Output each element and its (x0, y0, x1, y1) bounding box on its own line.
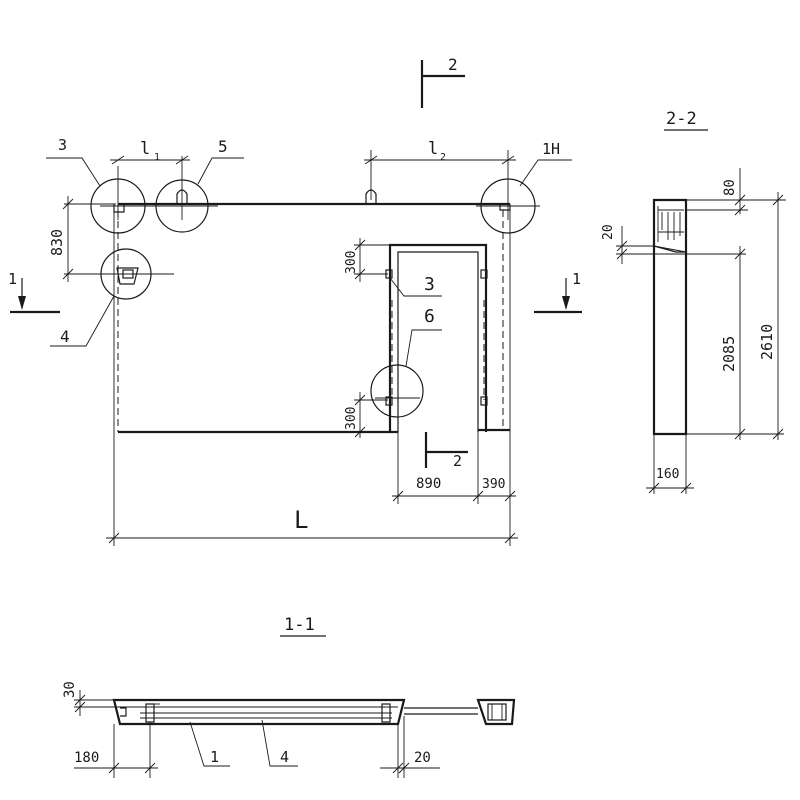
dim-2085-label: 2085 (720, 336, 738, 372)
callout-1h: 1H (542, 140, 560, 158)
callout-3-top: 3 (58, 136, 67, 154)
callout-6: 6 (424, 306, 435, 327)
section-2-2: 2-2 80 20 2085 (601, 109, 786, 494)
section-mark-2-top: 2 (420, 55, 465, 108)
dim-length: L (106, 438, 518, 546)
dim-890-label: 890 (416, 476, 441, 492)
section-mark-2-bottom: 2 (424, 432, 468, 470)
dim-door-width: 890 390 (392, 432, 516, 504)
callout-4: 4 (60, 327, 70, 346)
dim-30-label: 30 (62, 681, 78, 698)
dim-20-s11-label: 20 (414, 750, 431, 766)
dim-300: 300 300 (344, 238, 390, 438)
dim-80-label: 80 (722, 179, 738, 196)
callout-3-door: 3 (424, 274, 435, 295)
callout-4-s11: 4 (280, 748, 289, 766)
span-l1-label: l (140, 139, 150, 159)
callout-1-s11: 1 (210, 748, 219, 766)
section-mark-1: 1 1 (8, 270, 582, 314)
dim-160-label: 160 (656, 467, 679, 482)
section-1-left-label: 1 (8, 270, 17, 288)
length-label: L (294, 506, 308, 534)
callout-circles (90, 178, 536, 418)
dim-830-label: 830 (48, 229, 66, 256)
section-2-bottom-label: 2 (453, 452, 462, 470)
section-1-1-title: 1-1 (284, 615, 315, 635)
dim-300-bottom-label: 300 (344, 407, 359, 430)
dim-830: 830 (48, 196, 116, 282)
section-2-top-label: 2 (448, 55, 458, 74)
callout-5: 5 (218, 137, 228, 156)
section-1-right-label: 1 (572, 270, 581, 288)
dim-180-label: 180 (74, 750, 99, 766)
section-2-2-title: 2-2 (666, 109, 697, 129)
dim-300-top-label: 300 (344, 251, 359, 274)
panel-plan (100, 150, 540, 440)
dim-2610-label: 2610 (758, 324, 776, 360)
span-l2-label: l (428, 139, 438, 159)
span-l2-sub: 2 (440, 152, 446, 163)
span-l1-sub: 1 (154, 152, 160, 163)
section-1-1: 1-1 30 180 (62, 615, 516, 778)
dim-spans: l 1 l 2 (110, 139, 516, 165)
dim-20-s22-label: 20 (601, 224, 616, 240)
dim-390-label: 390 (482, 477, 505, 492)
callout-leaders: 3 5 1H 4 3 6 (46, 136, 572, 367)
